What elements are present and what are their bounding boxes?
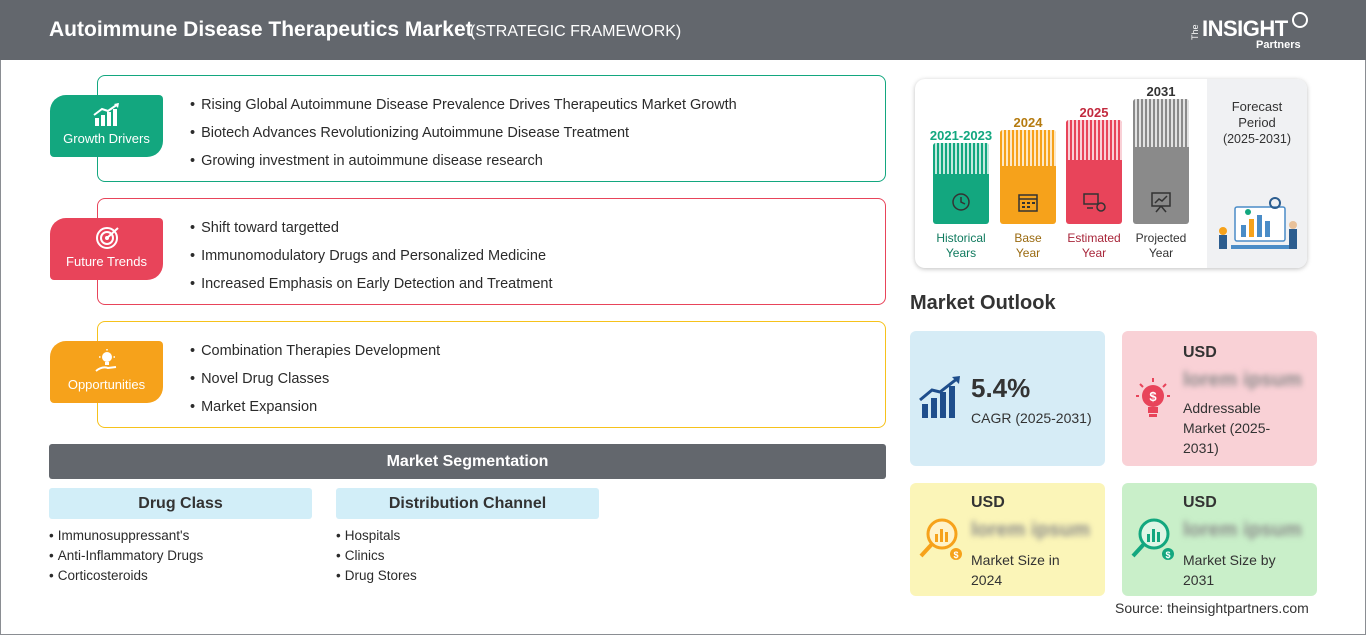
list-item: Shift toward targetted <box>190 219 552 247</box>
list-item: Growing investment in autoimmune disease… <box>190 152 737 180</box>
cagr-value: 5.4% <box>971 373 1031 403</box>
magnifier-chart-icon: $ <box>1131 518 1174 560</box>
list-item: Corticosteroids <box>49 567 312 587</box>
segment-drug-class: Drug Class Immunosuppressant's Anti-Infl… <box>49 488 312 587</box>
growth-drivers-panel: Rising Global Autoimmune Disease Prevale… <box>97 75 886 182</box>
forecast-range: (2025-2031) <box>1222 132 1292 146</box>
list-item: Novel Drug Classes <box>190 370 440 398</box>
market-size-2024-value: lorem ipsum <box>971 519 1090 541</box>
timeline-bar-1 <box>1000 130 1056 224</box>
list-item: Increased Emphasis on Early Detection an… <box>190 275 552 303</box>
source-note: Source: theinsightpartners.com <box>1115 600 1309 616</box>
future-trends-badge: Future Trends <box>50 218 163 280</box>
list-item: Rising Global Autoimmune Disease Prevale… <box>190 96 737 124</box>
future-trends-label: Future Trends <box>66 254 147 269</box>
list-item: Biotech Advances Revolutionizing Autoimm… <box>190 124 737 152</box>
growth-drivers-label: Growth Drivers <box>63 131 150 146</box>
growth-chart-icon <box>92 103 119 126</box>
timeline-bar-0 <box>933 143 989 224</box>
opportunities-badge: Opportunities <box>50 341 163 403</box>
svg-text:$: $ <box>1165 550 1170 560</box>
market-size-2031-value: lorem ipsum <box>1183 519 1302 541</box>
page-title: Autoimmune Disease Therapeutics Market <box>49 18 473 41</box>
opportunities-label: Opportunities <box>67 377 146 392</box>
timeline-year-label: 2025 <box>1079 105 1109 120</box>
growth-drivers-list: Rising Global Autoimmune Disease Prevale… <box>190 96 737 180</box>
list-item: Market Expansion <box>190 398 440 426</box>
segment-heading: Drug Class <box>49 488 312 519</box>
market-outlook-title: Market Outlook <box>910 292 1056 314</box>
page-subtitle: (STRATEGIC FRAMEWORK) <box>470 23 682 40</box>
header-bar: Autoimmune Disease Therapeutics Market (… <box>0 0 1366 60</box>
segment-distribution-channel: Distribution Channel Hospitals Clinics D… <box>336 488 599 587</box>
market-size-2024-currency: USD <box>971 494 1005 511</box>
insight-partners-logo[interactable]: The INSIGHT Partners <box>1190 10 1310 54</box>
svg-text:$: $ <box>1149 389 1157 404</box>
cagr-label: CAGR (2025-2031) <box>971 410 1092 426</box>
lightbulb-hand-icon <box>94 349 116 372</box>
target-icon <box>95 227 119 249</box>
addressable-currency: USD <box>1183 344 1217 361</box>
timeline-bar-3 <box>1133 99 1189 224</box>
list-item: Immunosuppressant's <box>49 527 312 547</box>
logo-insight-text: INSIGHT <box>1202 16 1288 41</box>
timeline-bar-2 <box>1066 120 1122 224</box>
svg-text:$: $ <box>953 550 958 560</box>
presentation-gear-icon <box>1083 193 1106 212</box>
list-item: Clinics <box>336 547 599 567</box>
calendar-icon <box>1018 194 1038 212</box>
lightbulb-dollar-icon: $ <box>1136 378 1170 417</box>
forecast-analysts-illustration <box>1219 197 1297 249</box>
logo-the-text: The <box>1190 24 1200 40</box>
logo-ring-icon <box>1292 12 1308 28</box>
timeline-year-label: 2024 <box>1013 115 1043 130</box>
growth-chart-icon <box>919 376 960 418</box>
projection-board-icon <box>1151 192 1171 213</box>
magnifier-chart-icon: $ <box>919 518 962 560</box>
opportunities-panel: Combination Therapies Development Novel … <box>97 321 886 428</box>
list-item: Hospitals <box>336 527 599 547</box>
segment-heading: Distribution Channel <box>336 488 599 519</box>
list-item: Anti-Inflammatory Drugs <box>49 547 312 567</box>
list-item: Immunomodulatory Drugs and Personalized … <box>190 247 552 275</box>
market-segmentation-bar: Market Segmentation <box>49 444 886 479</box>
timeline-year-label: 2031 <box>1146 84 1176 99</box>
future-trends-panel: Shift toward targetted Immunomodulatory … <box>97 198 886 305</box>
history-clock-icon <box>952 193 970 211</box>
list-item: Combination Therapies Development <box>190 342 440 370</box>
list-item: Drug Stores <box>336 567 599 587</box>
growth-drivers-badge: Growth Drivers <box>50 95 163 157</box>
timeline-year-label: 2021-2023 <box>929 128 993 143</box>
cagr-card: 5.4% CAGR (2025-2031) <box>910 331 1105 466</box>
opportunities-list: Combination Therapies Development Novel … <box>190 342 440 426</box>
addressable-value: lorem ipsum <box>1183 369 1302 391</box>
market-size-2031-currency: USD <box>1183 494 1217 511</box>
future-trends-list: Shift toward targetted Immunomodulatory … <box>190 219 552 303</box>
logo-partners-text: Partners <box>1256 39 1301 51</box>
